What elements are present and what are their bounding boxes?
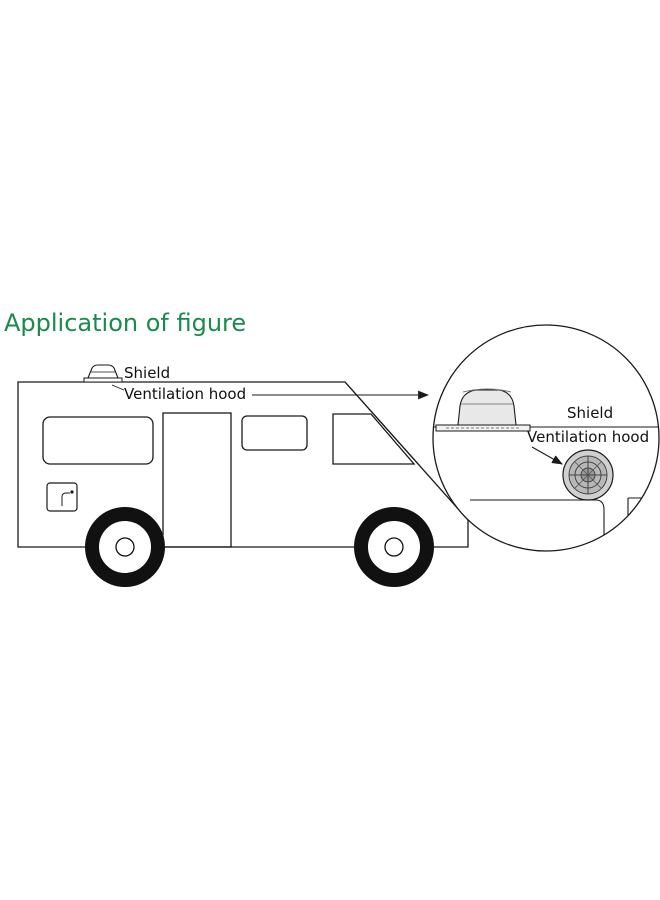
label-shield-detail: Shield — [567, 404, 613, 422]
rv-hatch-dot — [70, 490, 74, 494]
detail-callout: Shield Ventilation hood — [432, 324, 660, 552]
vent-grille-detail — [562, 449, 614, 501]
rv-wheel-front — [354, 507, 434, 587]
roof-vent-detail — [435, 388, 531, 432]
rv-wheel-rear — [85, 507, 165, 587]
rv-body-outline — [17, 381, 469, 548]
rv-window-rear — [42, 416, 154, 465]
detail-hood-arrow — [531, 446, 563, 465]
label-shield-main: Shield — [124, 364, 170, 382]
rv-window-cab — [332, 413, 416, 465]
rv-hatch-handle — [61, 492, 70, 506]
figure-title: Application of figure — [4, 309, 247, 337]
hood-leader-line — [111, 384, 125, 391]
roof-vent-small — [83, 364, 123, 383]
label-hood-main: Ventilation hood — [124, 385, 246, 403]
rv-windshield-line — [344, 381, 421, 467]
rv-window-middle — [241, 415, 308, 451]
rv-hatch — [46, 482, 78, 512]
label-hood-detail: Ventilation hood — [527, 428, 649, 446]
rv-door — [162, 412, 232, 548]
